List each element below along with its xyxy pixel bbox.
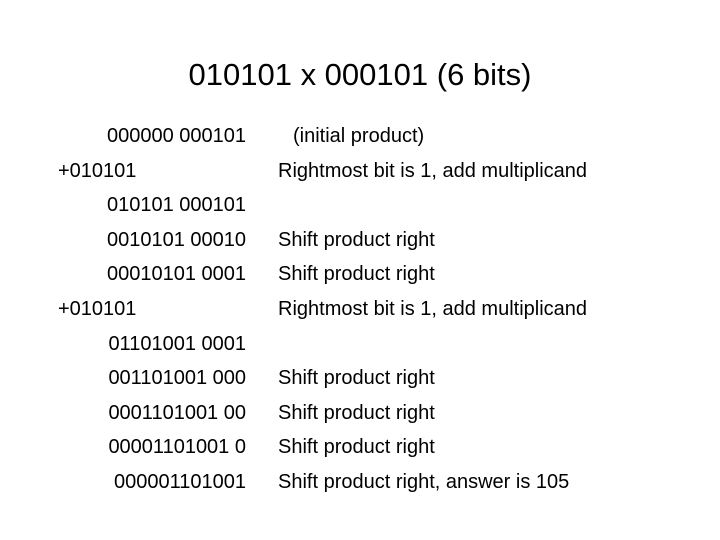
step-product-value: 0010101 00010 [106,228,246,251]
step-annotation: (initial product) [293,125,425,147]
table-row: 00001101001 0 Shift product right [0,435,720,470]
table-row: 00010101 0001 Shift product right [0,262,720,297]
table-row: +010101 Rightmost bit is 1, add multiplic… [0,159,720,194]
step-addend-value: +010101 [58,159,137,182]
table-row: 010101 000101 [0,193,720,228]
step-annotation: Shift product right [278,228,435,251]
table-row: 0001101001 00 Shift product right [0,401,720,436]
step-annotation: Shift product right [278,263,435,286]
step-annotation: Rightmost bit is 1, add multiplicand [278,159,588,182]
step-product-value: 0001101001 00 [108,401,246,424]
page-title: 010101 x 000101 (6 bits) [188,57,532,92]
table-row: 0010101 00010 Shift product right [0,228,720,263]
step-product-value: 000001101001 [114,470,246,493]
step-product-value: 010101 000101 [106,194,246,217]
table-row: +010101 Rightmost bit is 1, add multiplic… [0,297,720,332]
step-annotation: Shift product right [278,367,435,390]
step-product-value: 000000 000101 [106,125,246,147]
table-row: 001101001 000 Shift product right [0,366,720,401]
step-annotation: Shift product right [278,401,435,424]
step-product-value: 01101001 0001 [108,332,246,355]
step-product-value: 00010101 0001 [106,263,246,286]
step-product-value: 001101001 000 [108,367,246,390]
step-addend-value: +010101 [58,297,137,320]
table-row: 000001101001 Shift product right, answer … [0,470,720,505]
step-annotation: Rightmost bit is 1, add multiplicand [278,297,588,320]
step-annotation: Shift product right [278,436,435,459]
table-row: 000000 000101 (initial product) [0,124,720,159]
table-row: 01101001 0001 [0,332,720,367]
step-annotation: Shift product right, answer is 105 [278,470,570,493]
step-product-value: 00001101001 0 [108,436,246,459]
